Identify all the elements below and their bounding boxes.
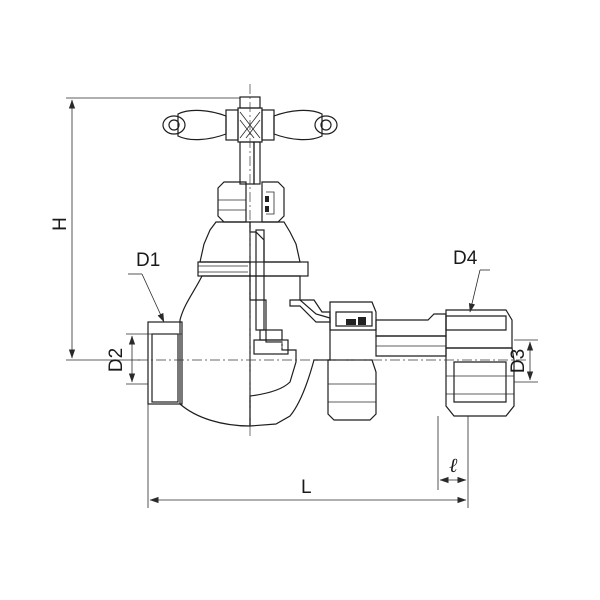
gland-nut	[217, 181, 285, 223]
label-d4: D4	[453, 248, 478, 269]
center-lines	[138, 84, 528, 436]
valve-body	[147, 275, 331, 427]
dimensions	[66, 97, 538, 508]
handwheel-hole-right	[320, 119, 332, 131]
union-connector	[327, 301, 515, 421]
handwheel-hub-left	[225, 109, 239, 141]
handwheel-hub-right	[261, 109, 275, 141]
label-d1: D1	[136, 250, 160, 271]
label-l-length: L	[301, 477, 312, 498]
label-d2: D2	[106, 348, 127, 372]
handwheel-hole-left	[168, 119, 180, 131]
inlet-socket	[147, 321, 183, 405]
bonnet-flange	[197, 261, 251, 277]
bonnet	[197, 221, 309, 277]
label-d3: D3	[508, 349, 529, 373]
label-small-l: ℓ	[449, 455, 458, 477]
label-h: H	[50, 217, 71, 231]
